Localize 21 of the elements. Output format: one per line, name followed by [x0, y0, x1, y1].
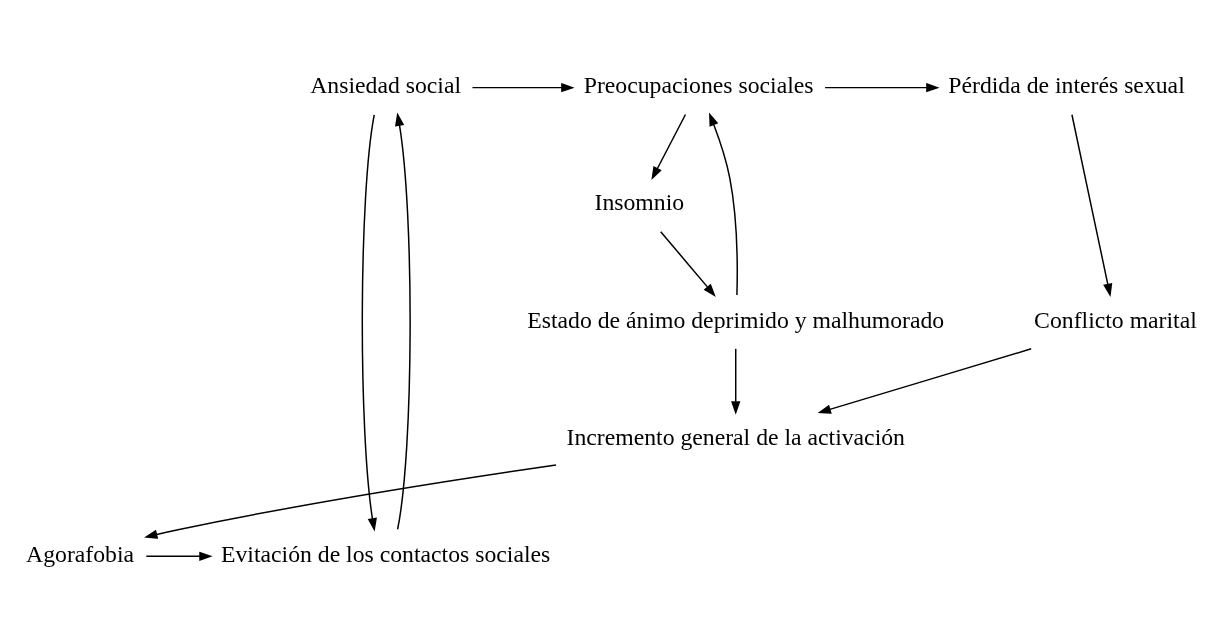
node-text: Incremento general de la activación [566, 423, 905, 450]
arrow [660, 230, 716, 297]
arrow [817, 348, 1032, 414]
node-text: Ansiedad social [310, 72, 462, 99]
arrow [395, 112, 411, 530]
node-text: Evitación de los contactos sociales [220, 541, 551, 567]
arrow [709, 112, 738, 296]
arrow [651, 113, 687, 181]
node-text: Insomnio [594, 189, 685, 216]
arrow [731, 348, 741, 415]
node-text: Agorafobia [26, 541, 135, 567]
node-text: Conflicto marital [1034, 306, 1197, 333]
arrow [824, 82, 940, 93]
arrow [1071, 114, 1113, 297]
node-text: Pérdida de interés sexual [948, 72, 1185, 99]
arrow [361, 114, 377, 532]
arrow [471, 82, 575, 93]
arrow [144, 464, 557, 539]
node-text: Preocupaciones sociales [583, 72, 814, 99]
arrow [145, 551, 213, 562]
node-text: Estado de ánimo deprimido y malhumorado [527, 306, 945, 333]
